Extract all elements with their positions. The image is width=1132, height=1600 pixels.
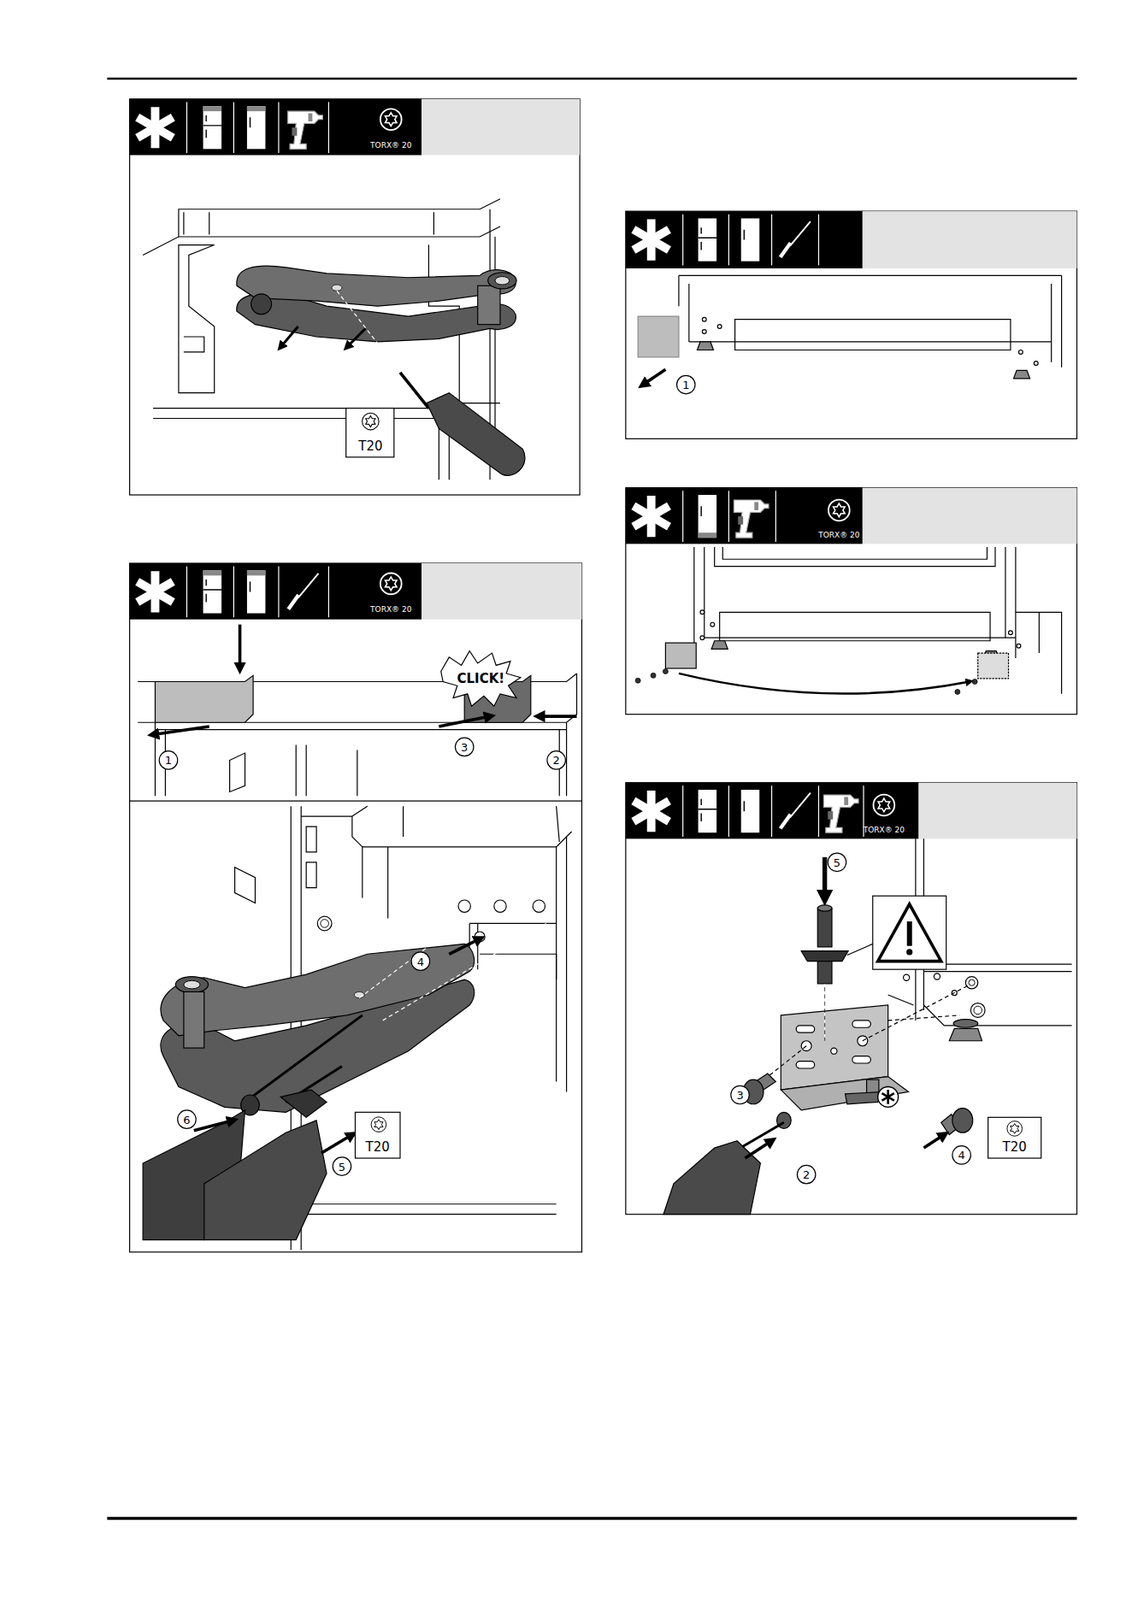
tool-size-label: TORX® 20 (370, 141, 412, 149)
callout-number: 3 (460, 741, 468, 753)
callout-number: 1 (682, 379, 690, 391)
callout-number: 3 (736, 1090, 743, 1102)
click-sound-text: CLICK! (456, 672, 505, 685)
callout-number: 2 (553, 754, 561, 767)
torx-size-tag: T20 (358, 439, 383, 453)
callout-number: 2 (802, 1169, 810, 1181)
torx-size-tag: T20 (1002, 1140, 1027, 1154)
callout-number: 6 (182, 1114, 190, 1126)
callout-number: 1 (165, 754, 172, 767)
callout-number: 5 (338, 1161, 346, 1173)
callout-number: 5 (833, 856, 841, 868)
tool-size-label: TORX® 20 (818, 530, 860, 539)
callout-number: 4 (417, 955, 425, 967)
tool-size-label: TORX® 20 (863, 825, 905, 834)
tool-size-label: TORX® 20 (370, 605, 412, 614)
torx-size-tag: T20 (365, 1140, 390, 1154)
callout-number: 4 (957, 1149, 965, 1162)
